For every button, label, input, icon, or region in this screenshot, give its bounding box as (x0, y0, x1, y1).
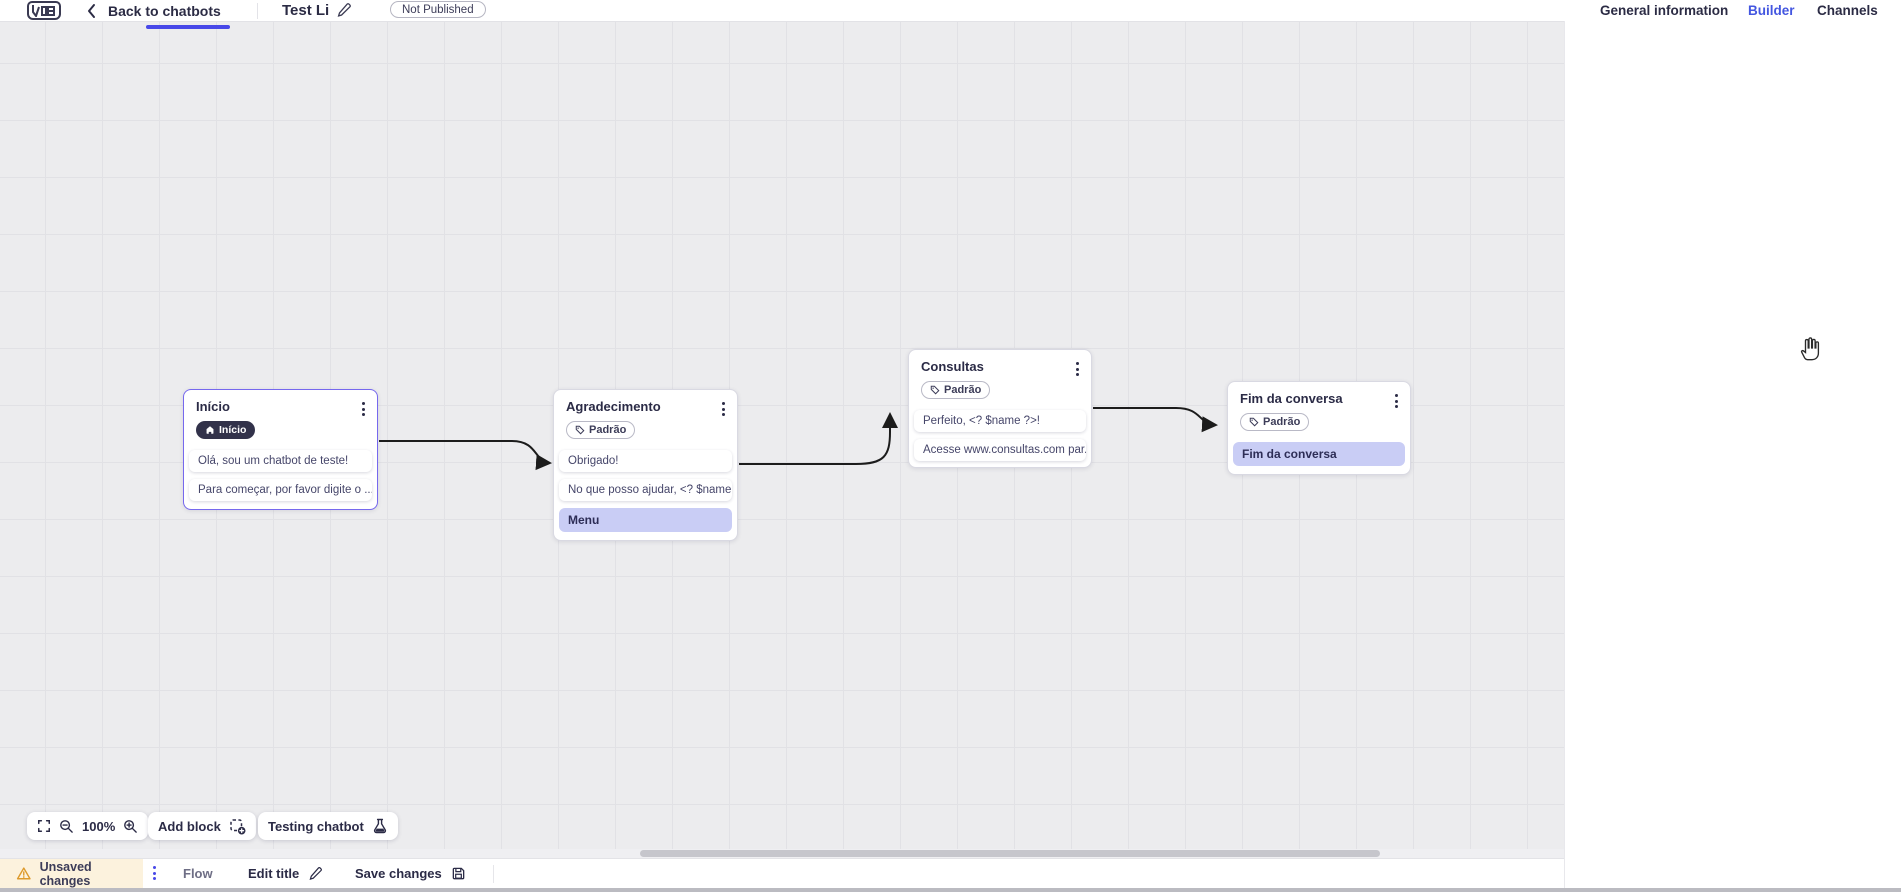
block-message[interactable]: Obrigado! (559, 450, 732, 472)
tab-channels[interactable]: Channels (1817, 2, 1878, 18)
tab-builder[interactable]: Builder (1748, 2, 1795, 18)
add-block-label: Add block (158, 818, 221, 834)
logo-glyph (32, 4, 55, 17)
back-to-chatbots-button[interactable]: Back to chatbots (86, 0, 221, 21)
block-message[interactable]: Para começar, por favor digite o ... (189, 479, 372, 501)
flow-canvas[interactable]: Início Início Olá, sou um chatbot de tes… (0, 21, 1564, 858)
zoom-out-icon[interactable] (59, 819, 74, 834)
window-bottom-edge (0, 888, 1901, 892)
wire-inicio-agradecimento (379, 440, 552, 471)
top-bar: Back to chatbots Test Li Not Published G… (0, 0, 1901, 21)
wire-consultas-fim (1093, 407, 1218, 433)
flow-block-inicio[interactable]: Início Início Olá, sou um chatbot de tes… (183, 389, 378, 510)
block-title: Agradecimento (566, 399, 661, 414)
testing-chatbot-label: Testing chatbot (268, 818, 364, 834)
add-block-button[interactable]: Add block (148, 812, 256, 840)
block-action-menu[interactable]: Menu (559, 508, 732, 532)
save-changes-label: Save changes (355, 866, 442, 881)
back-label: Back to chatbots (108, 2, 221, 19)
save-changes-button[interactable]: Save changes (355, 859, 466, 888)
marker-badge-padrao: Padrão (921, 381, 991, 399)
badge-label: Início (219, 424, 247, 436)
bottom-bar: Unsaved changes Flow Edit title Save cha… (0, 858, 1564, 888)
zoom-level: 100% (82, 818, 116, 834)
app-logo (27, 1, 61, 20)
back-chevron-icon (88, 3, 95, 18)
block-action-fim[interactable]: Fim da conversa (1233, 442, 1405, 466)
block-title: Consultas (921, 359, 984, 374)
block-menu-icon[interactable] (722, 402, 725, 416)
wire-agradecimento-consultas (739, 412, 898, 465)
block-menu-icon[interactable] (1076, 362, 1079, 376)
tag-icon (1249, 417, 1259, 427)
topbar-divider (257, 3, 258, 19)
block-title: Início (196, 399, 230, 414)
block-message[interactable]: Acesse www.consultas.com par... (914, 439, 1086, 461)
flow-tab-underline (146, 25, 230, 29)
edit-title-pencil-icon[interactable] (336, 2, 352, 18)
tab-flow[interactable]: Flow (183, 866, 213, 881)
badge-label: Padrão (944, 384, 982, 396)
save-icon (452, 867, 465, 880)
warning-icon (16, 867, 31, 880)
block-menu-icon[interactable] (362, 402, 365, 416)
block-message[interactable]: Olá, sou um chatbot de teste! (189, 450, 372, 472)
flow-block-fim-da-conversa[interactable]: Fim da conversa Padrão Fim da conversa (1227, 381, 1411, 475)
edit-title-label: Edit title (248, 866, 300, 881)
tab-general-information[interactable]: General information (1600, 2, 1729, 18)
bottom-bar-divider (493, 865, 494, 883)
status-badge: Not Published (390, 1, 486, 18)
marker-badge-padrao: Padrão (566, 421, 636, 439)
tag-icon (575, 425, 585, 435)
block-message[interactable]: Perfeito, <? $name ?>! (914, 410, 1086, 432)
block-title: Fim da conversa (1240, 391, 1343, 406)
horizontal-scrollbar-thumb[interactable] (640, 850, 1380, 857)
fullscreen-icon[interactable] (37, 819, 51, 833)
marker-badge-padrao: Padrão (1240, 413, 1310, 431)
zoom-in-icon[interactable] (123, 819, 138, 834)
flow-block-consultas[interactable]: Consultas Padrão Perfeito, <? $name ?>! … (908, 349, 1092, 468)
badge-label: Padrão (589, 424, 627, 436)
block-details-panel (1564, 21, 1901, 888)
chatbot-title: Test Li (282, 2, 330, 19)
tag-icon (930, 385, 940, 395)
testing-chatbot-button[interactable]: Testing chatbot (258, 812, 398, 840)
unsaved-changes-indicator: Unsaved changes (0, 859, 143, 888)
block-message[interactable]: No que posso ajudar, <? $name ... (559, 479, 732, 501)
home-icon (206, 426, 214, 434)
edit-title-button[interactable]: Edit title (248, 859, 323, 888)
add-block-icon (230, 818, 246, 834)
marker-badge-inicio: Início (196, 421, 256, 439)
flow-options-menu-icon[interactable] (153, 866, 156, 880)
block-menu-icon[interactable] (1395, 394, 1398, 408)
badge-label: Padrão (1263, 416, 1301, 428)
unsaved-changes-label: Unsaved changes (39, 859, 92, 888)
zoom-controls: 100% (27, 812, 149, 840)
pencil-icon (309, 867, 323, 880)
flask-icon (373, 818, 386, 834)
flow-block-agradecimento[interactable]: Agradecimento Padrão Obrigado! No que po… (553, 389, 738, 541)
